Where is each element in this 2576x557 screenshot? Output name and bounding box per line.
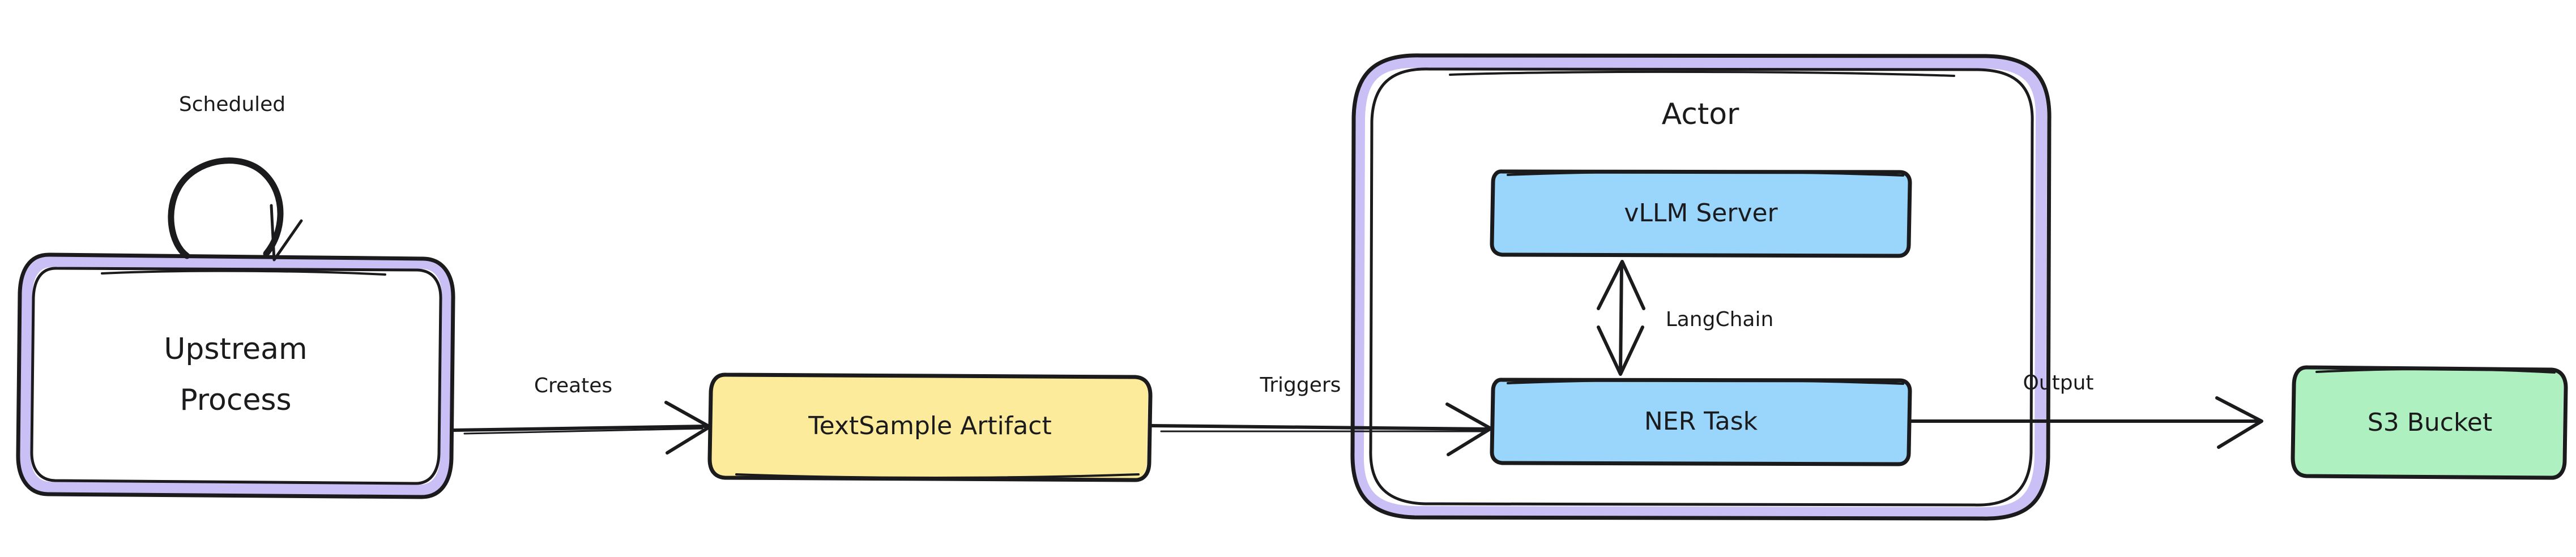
edge-scheduled-arrowhead [270,204,303,262]
node-ner-task-fill [1494,380,1908,462]
edge-scheduled-label: Scheduled [179,93,285,116]
edge-scheduled[interactable]: Scheduled [168,93,303,262]
node-ner-task-border [1490,378,1912,466]
node-vllm-server-label: vLLM Server [1624,199,1778,228]
edge-langchain-line [1619,262,1623,374]
node-text-sample-artifact-fill [711,375,1148,479]
cluster-actor-top-hint [1449,70,1955,77]
edge-triggers[interactable]: Triggers [1149,374,1492,456]
edge-output-label: Output [2023,371,2093,395]
node-text-sample-artifact[interactable]: TextSample Artifact [707,372,1153,482]
node-text-sample-artifact-border-echo [735,473,1140,479]
node-upstream-process-band [19,256,454,496]
edge-langchain-arrowhead-down [1597,325,1644,376]
cluster-actor-title: Actor [1662,97,1739,131]
node-upstream-process-label-line1: Upstream [164,332,307,366]
cluster-actor-band [1352,56,2048,519]
edge-creates-line [451,425,709,432]
node-s3-bucket-border [2291,365,2568,480]
node-vllm-server-border [1490,169,1912,258]
edge-output-arrowhead [2215,396,2263,449]
node-ner-task-label: NER Task [1644,407,1758,436]
edge-triggers-arrowhead [1445,402,1492,456]
edge-langchain[interactable]: LangChain [1597,260,1774,376]
edge-langchain-label: LangChain [1666,308,1774,331]
edge-output[interactable]: Output [1908,371,2263,449]
edge-scheduled-loop [168,157,284,259]
node-text-sample-artifact-label: TextSample Artifact [808,412,1052,440]
edge-triggers-label: Triggers [1260,374,1341,397]
node-upstream-process[interactable]: Upstream Process [16,252,455,499]
node-s3-bucket-label: S3 Bucket [2368,408,2492,437]
node-ner-task[interactable]: NER Task [1490,378,1912,466]
node-upstream-process-top-hint [101,269,386,276]
cluster-actor[interactable]: Actor [1350,53,2052,521]
node-upstream-process-inner-stroke [30,267,442,485]
edge-creates-label: Creates [534,374,612,397]
node-vllm-server-border-echo [1507,170,1904,177]
node-upstream-process-fill [24,261,448,491]
node-s3-bucket-fill [2294,367,2564,477]
node-vllm-server-fill [1494,172,1908,254]
cluster-actor-inner-stroke [1369,67,2034,507]
node-s3-bucket-border-echo [2315,367,2556,374]
edge-langchain-arrowhead-up [1597,260,1645,310]
node-upstream-process-label-line2: Process [180,383,291,417]
node-ner-task-border-echo [1507,379,1904,385]
node-vllm-server[interactable]: vLLM Server [1490,169,1912,258]
edge-creates-arrowhead [664,401,711,455]
node-s3-bucket[interactable]: S3 Bucket [2291,365,2568,480]
edge-creates[interactable]: Creates [451,374,711,455]
edge-triggers-line [1149,424,1491,431]
edge-creates-line-echo [463,427,703,435]
node-text-sample-artifact-border [707,372,1153,482]
node-upstream-process-outer-stroke [16,252,455,499]
cluster-actor-outer-stroke [1350,53,2052,521]
